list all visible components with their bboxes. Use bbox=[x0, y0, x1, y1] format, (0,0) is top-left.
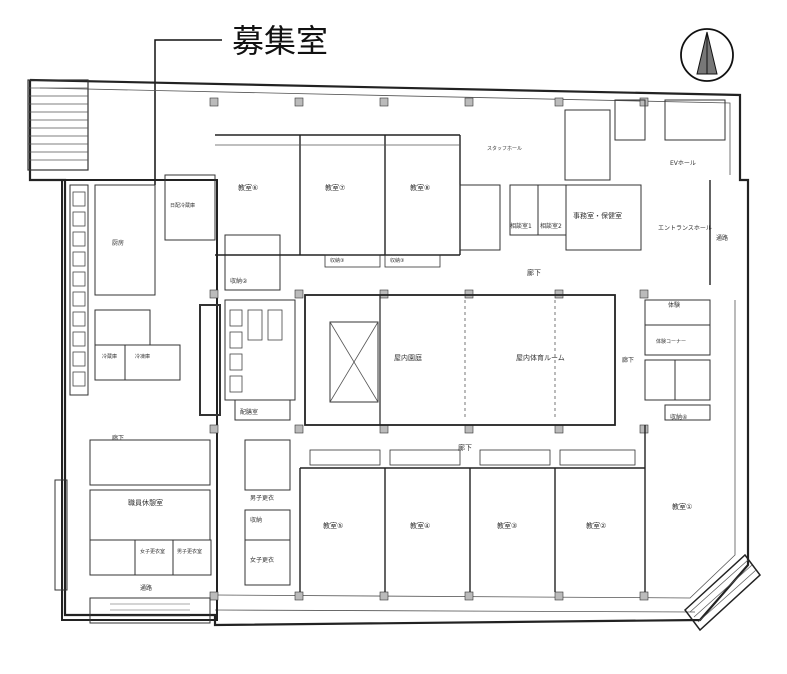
central-hall bbox=[304, 294, 616, 426]
label-consult-2: 相談室2 bbox=[540, 222, 562, 230]
label-indoor-plaza: 屋内園庭 bbox=[394, 353, 422, 362]
column-grid bbox=[209, 97, 649, 601]
label-storage-bottom: 収納 bbox=[250, 516, 262, 524]
stairs-bottom-left bbox=[89, 597, 211, 624]
storage-strips bbox=[324, 254, 441, 268]
label-corridor-mid: 廊下 bbox=[458, 443, 472, 452]
label-storage-2: 収納② bbox=[230, 277, 248, 285]
label-male-changing: 男子更衣 bbox=[250, 494, 274, 502]
label-staff-hall: スタッフホール bbox=[487, 145, 522, 152]
callout-leader bbox=[154, 39, 222, 185]
label-entrance-hall: エントランスホール bbox=[658, 225, 712, 232]
label-experience: 体験 bbox=[668, 301, 680, 309]
label-consult-1: 相談室1 bbox=[510, 222, 532, 230]
service-block-left bbox=[54, 174, 218, 621]
label-female-changing: 女子更衣 bbox=[250, 556, 274, 564]
bottom-classrooms bbox=[244, 425, 646, 592]
stairs-top-left bbox=[27, 79, 89, 171]
label-waste-room: 配膳室 bbox=[240, 408, 258, 416]
label-corridor-top: 廊下 bbox=[527, 268, 541, 277]
callout-label: 募集室 bbox=[232, 22, 328, 60]
label-room-8: 教室⑧ bbox=[410, 183, 430, 192]
top-classrooms bbox=[215, 99, 726, 285]
label-refrig: 冷蔵庫 bbox=[102, 353, 117, 360]
label-room-5: 教室⑤ bbox=[323, 521, 343, 530]
label-office: 事務室・保健室 bbox=[573, 211, 622, 220]
label-storage-3b: 収納③ bbox=[390, 257, 404, 264]
label-indoor-gym: 屋内体育ルーム bbox=[516, 353, 565, 362]
label-ev-hall: EVホール bbox=[670, 160, 696, 167]
label-passage-bottom: 通路 bbox=[140, 584, 152, 592]
label-corridor-right: 廊下 bbox=[622, 356, 634, 364]
label-kitchen: 厨房 bbox=[112, 239, 124, 247]
stair-tower-se bbox=[683, 553, 762, 632]
label-storage-4: 収納④ bbox=[670, 413, 687, 421]
label-freezer: 冷凍庫 bbox=[135, 353, 150, 360]
building-outline bbox=[28, 78, 750, 627]
label-female-changing-room: 女子更衣室 bbox=[140, 548, 165, 555]
right-rooms bbox=[644, 299, 711, 421]
label-room-7: 教室⑦ bbox=[325, 183, 345, 192]
label-corridor-left: 廊下 bbox=[112, 434, 124, 442]
label-staff-room: 職員休憩室 bbox=[128, 498, 163, 507]
label-experience-corner: 体験コーナー bbox=[656, 338, 686, 345]
label-male-changing-room: 男子更衣室 bbox=[177, 548, 202, 555]
label-room-1: 教室① bbox=[672, 502, 692, 511]
label-room-2: 教室② bbox=[586, 521, 606, 530]
north-arrow-icon bbox=[680, 28, 734, 82]
label-storage-3a: 収納③ bbox=[330, 257, 344, 264]
toilet-cluster bbox=[199, 234, 296, 421]
label-room-4: 教室④ bbox=[410, 521, 430, 530]
label-room-3: 教室③ bbox=[497, 521, 517, 530]
label-day-storage: 日配冷蔵庫 bbox=[170, 202, 195, 209]
label-passage-right: 通路 bbox=[716, 234, 728, 242]
label-room-6: 教室⑥ bbox=[238, 183, 258, 192]
